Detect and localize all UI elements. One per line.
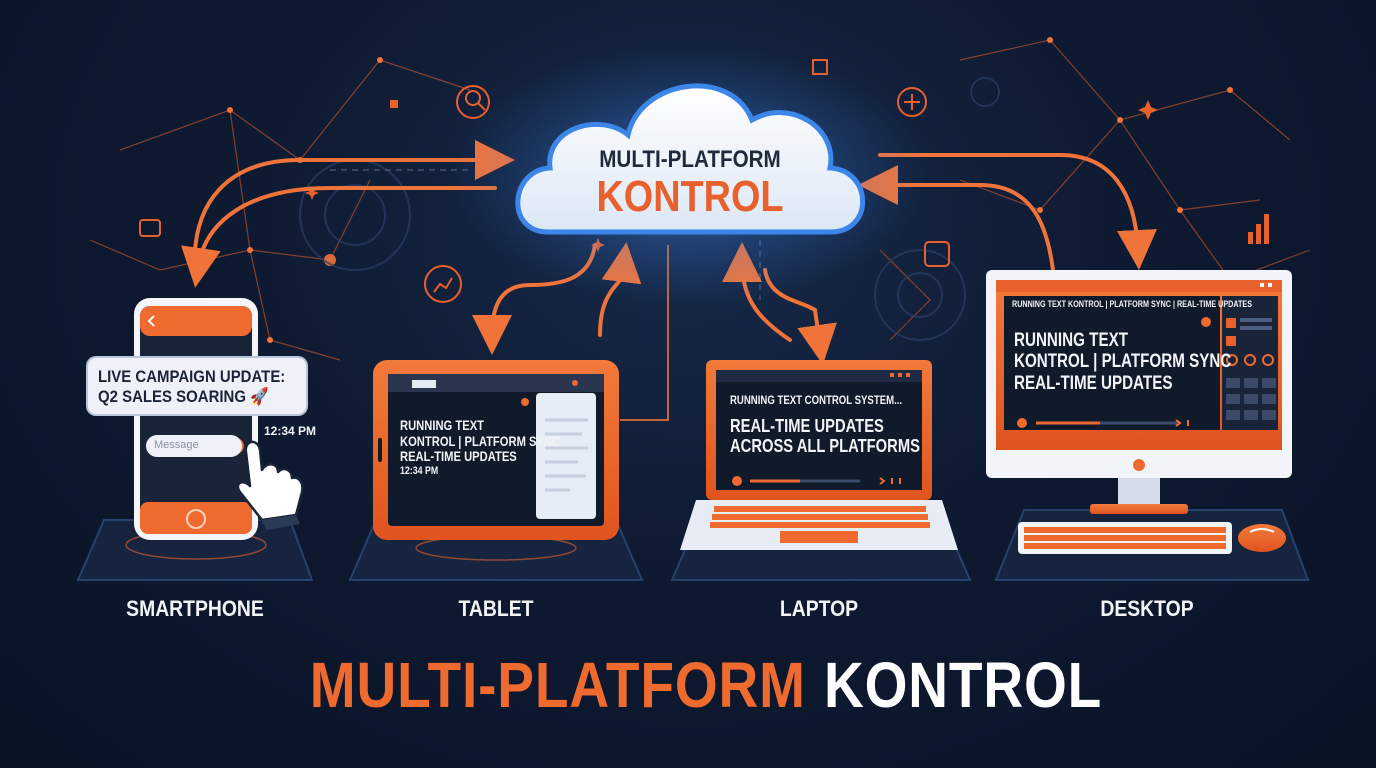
tablet-screen-text: RUNNING TEXT KONTROL | PLATFORM SYNC REA…	[400, 417, 561, 478]
label-desktop: DESKTOP	[1100, 596, 1194, 621]
desktop-device	[986, 270, 1292, 554]
tablet-line2: KONTROL | PLATFORM SYNC	[400, 432, 561, 449]
laptop-device	[680, 360, 958, 550]
cloud-title-line2: KONTROL	[596, 172, 784, 221]
chat-line2: Q2 SALES SOARING	[98, 386, 246, 406]
desktop-line1: RUNNING TEXT	[1014, 330, 1128, 351]
desktop-line3: REAL-TIME UPDATES	[1014, 372, 1173, 394]
laptop-line1: RUNNING TEXT CONTROL SYSTEM...	[730, 393, 903, 407]
main-title-part2: KONTROL	[824, 649, 1103, 721]
desktop-line2: KONTROL | PLATFORM SYNC	[1014, 351, 1232, 373]
desktop-ticker: RUNNING TEXT KONTROL | PLATFORM SYNC | R…	[1012, 299, 1253, 309]
flow-arrows	[181, 140, 1157, 365]
label-laptop: LAPTOP	[779, 596, 859, 621]
rocket-icon: 🚀	[250, 386, 269, 406]
cloud-title: MULTI-PLATFORM KONTROL	[560, 146, 820, 222]
laptop-headline: REAL-TIME UPDATES ACROSS ALL PLATFORMS	[730, 416, 920, 456]
tablet-line1: RUNNING TEXT	[400, 417, 484, 433]
chat-text: LIVE CAMPAIGN UPDATE: Q2 SALES SOARING 🚀	[98, 367, 285, 406]
message-placeholder: Message	[154, 439, 199, 451]
chat-line1: LIVE CAMPAIGN UPDATE:	[98, 367, 286, 386]
smartphone-device	[134, 298, 258, 540]
laptop-line3: ACROSS ALL PLATFORMS	[730, 436, 920, 457]
label-smartphone: SMARTPHONE	[126, 596, 264, 621]
tablet-time: 12:34 PM	[400, 465, 439, 478]
hand-pointer	[236, 440, 304, 522]
desktop-headline: RUNNING TEXT KONTROL | PLATFORM SYNC REA…	[1014, 330, 1231, 394]
cloud-title-line1: MULTI-PLATFORM	[599, 146, 781, 173]
decor-icons	[139, 59, 950, 303]
tablet-line3: REAL-TIME UPDATES	[400, 448, 517, 465]
chat-bubble: LIVE CAMPAIGN UPDATE: Q2 SALES SOARING 🚀	[88, 358, 306, 414]
main-title-part1: MULTI-PLATFORM	[309, 649, 806, 721]
cloud-shape	[515, 83, 866, 235]
main-title: MULTI-PLATFORM KONTROL	[0, 648, 1376, 722]
tablet-device	[373, 360, 619, 540]
laptop-line2: REAL-TIME UPDATES	[730, 416, 884, 436]
label-tablet: TABLET	[458, 596, 534, 621]
message-input[interactable]: Message	[146, 435, 242, 457]
smartphone-time: 12:34 PM	[264, 424, 317, 438]
